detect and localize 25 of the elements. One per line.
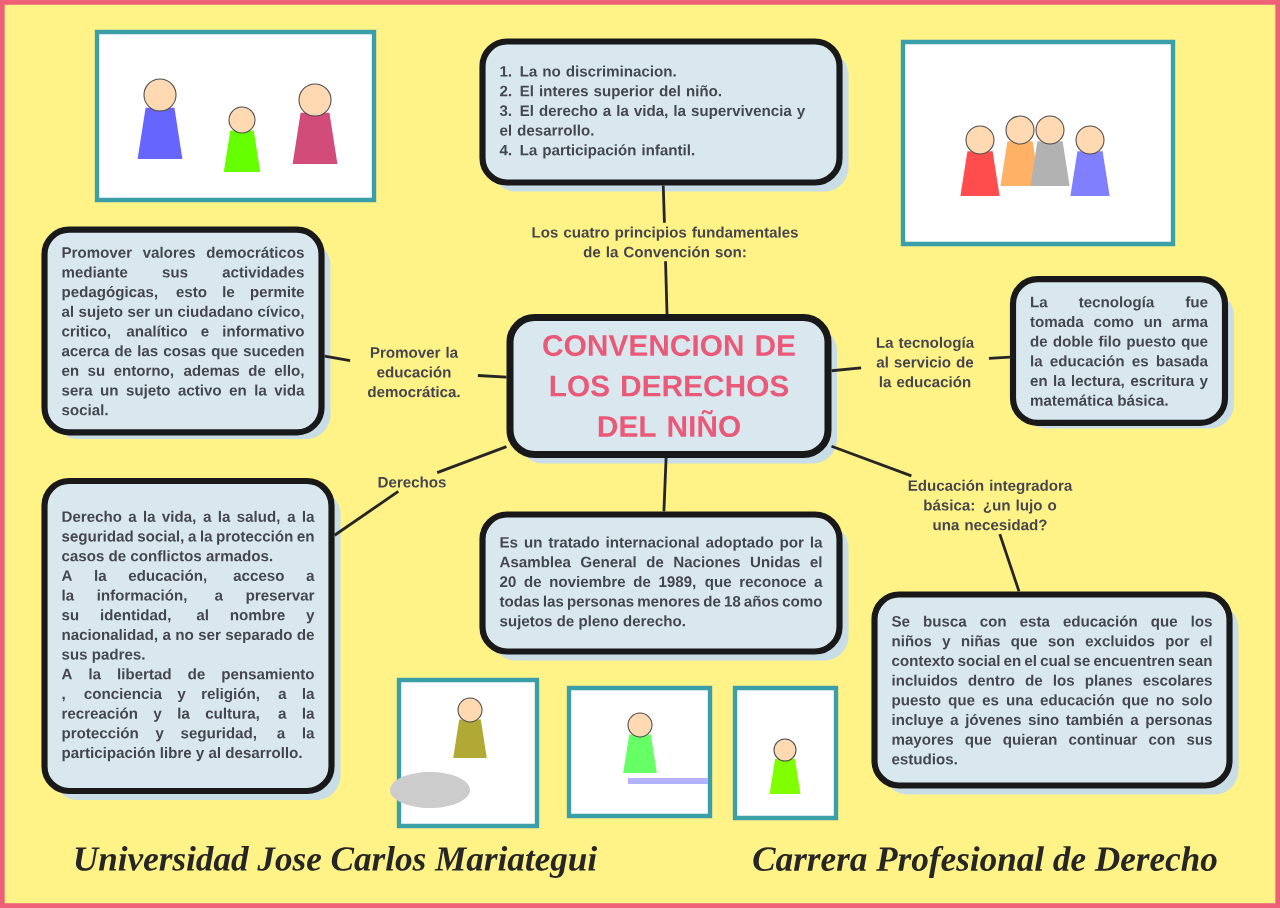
connector-line (661, 185, 666, 223)
branch-label: Promover la educación democrática. (368, 346, 460, 398)
branch-label: Educación integradora básica: ¿un lujo o una necesidad? (908, 479, 1073, 531)
connector-line (664, 261, 669, 314)
connector-line (477, 374, 507, 379)
connector-line (831, 444, 912, 478)
title-box: CONVENCION DE LOS DERECHOS DEL NIÑO (506, 314, 837, 464)
connector-line (436, 445, 507, 474)
footer-text: Universidad Jose Carlos Mariategui (75, 846, 597, 878)
branch-label: Los cuatro principios fundamentales de la Convención son: (532, 226, 798, 258)
text-box: Derecho a la vida, a la salud, a la seguridad social, a la protección en casos de conflictos armados. A la educación, acceso a la información, a preservar su identidad, al nombre y nacionalidad, a no ser separado de sus padres. A la libertad de pensamiento , conciencia y religión, a la recreación y la cultura, a la protección y seguridad, a la participación libre y al desarrollo. (41, 477, 341, 800)
connector-line (662, 457, 668, 512)
text-box: 1. La no discriminacion. 2. El interes superior del niño. 3. El derecho a la vida, la supervivencia y el desarrollo. 4. La participación infantil. (479, 38, 849, 192)
branch-label: La tecnología al servicio de la educación (876, 336, 975, 388)
footer-text: Carrera Profesional de Derecho (753, 845, 1217, 879)
branch-label: Derechos (378, 476, 446, 488)
connector-line (998, 533, 1021, 592)
text-box: La tecnología fue tomada como un arma de doble filo puesto que la educación es basada en la lectura, escritura y matemática básica. (1009, 276, 1234, 429)
connector-line (988, 355, 1010, 360)
connector-line (333, 490, 400, 537)
text-box: Promover valores democráticos mediante sus actividades pedagógicas, esto le permite al sujeto ser un ciudadano cívico, critico, analítico e informativo acerca de las cosas que suceden en su entorno, ademas de ello, sera un sujeto activo en la vida social. (41, 226, 331, 439)
connector-line (831, 366, 862, 373)
text-box: Es un tratado internacional adoptado por la Asamblea General de Naciones Unidas el 20 de noviembre de 1989, que reconoce a todas las personas menores de 18 años como sujetos de pleno derecho. (479, 511, 849, 661)
connector-line (324, 354, 351, 363)
text-box: Se busca con esta educación que los niños y niñas que son excluidos por el contexto social en el cual se encuentren sean incluidos dentro de los planes escolares puesto que es una educación que no solo incluye a jóvenes sino también a personas mayores que quieran continuar con sus estudios. (871, 591, 1239, 795)
